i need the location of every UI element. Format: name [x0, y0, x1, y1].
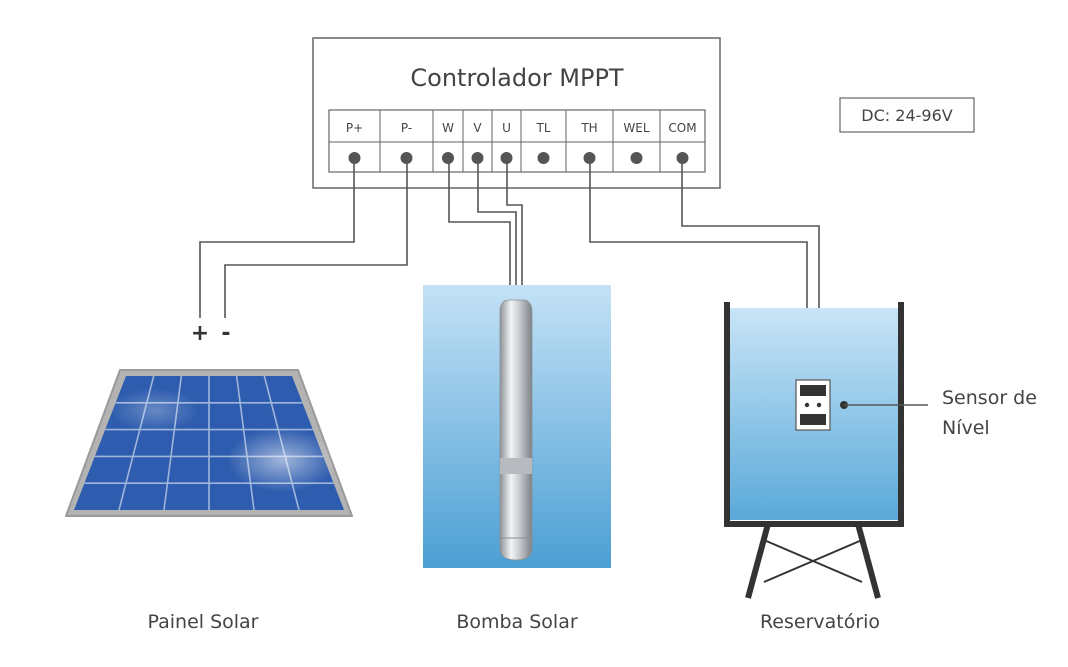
terminal-label-v: V [473, 121, 482, 135]
sensor-label-line1: Sensor de [942, 387, 1037, 409]
wire-p-plus [199, 158, 355, 318]
reservoir: Sensor de Nível Reservatório [724, 302, 1037, 633]
wire-com [681, 158, 820, 380]
voltage-label: DC: 24-96V [861, 106, 952, 125]
terminal-label-pplus: P+ [346, 121, 363, 135]
terminal-label-com: COM [668, 121, 696, 135]
terminal-screw [630, 152, 643, 164]
terminal-block-outline [328, 109, 706, 173]
pump-caption: Bomba Solar [456, 611, 578, 633]
reservoir-caption: Reservatório [760, 611, 880, 633]
solar-panel: + - Painel Solar [65, 321, 353, 633]
terminal-block: P+ P- W V U TL TH WEL COM [328, 109, 706, 173]
wire-p-minus [224, 158, 408, 318]
wire-w [448, 158, 511, 302]
voltage-box: DC: 24-96V [839, 97, 975, 133]
sensor-label-line2: Nível [942, 417, 990, 439]
panel-plus-terminal: + [191, 321, 209, 346]
reservoir-stand [745, 523, 881, 599]
wire-v [477, 158, 517, 302]
borehole: Bomba Solar [423, 285, 611, 633]
panel-glare-2 [110, 388, 200, 432]
terminal-label-u: U [502, 121, 511, 135]
mppt-controller: Controlador MPPT P+ P- W V U TL TH WEL COM [312, 37, 721, 189]
terminal-label-pminus: P- [401, 121, 412, 135]
pump-body [499, 299, 533, 561]
terminal-label-wel: WEL [623, 121, 649, 135]
terminal-screw [537, 152, 550, 164]
terminal-screw [442, 152, 454, 164]
terminal-label-w: W [442, 121, 454, 135]
panel-glare [227, 428, 337, 492]
terminal-label-th: TH [580, 121, 597, 135]
panel-minus-terminal: - [221, 321, 230, 346]
reservoir-tank [724, 302, 904, 527]
pump-band [500, 458, 532, 474]
solar-pump [499, 299, 533, 561]
terminal-label-tl: TL [535, 121, 550, 135]
panel-caption: Painel Solar [148, 611, 259, 633]
controller-title: Controlador MPPT [410, 64, 624, 92]
wire-u [506, 158, 523, 302]
level-sensor [795, 379, 831, 431]
